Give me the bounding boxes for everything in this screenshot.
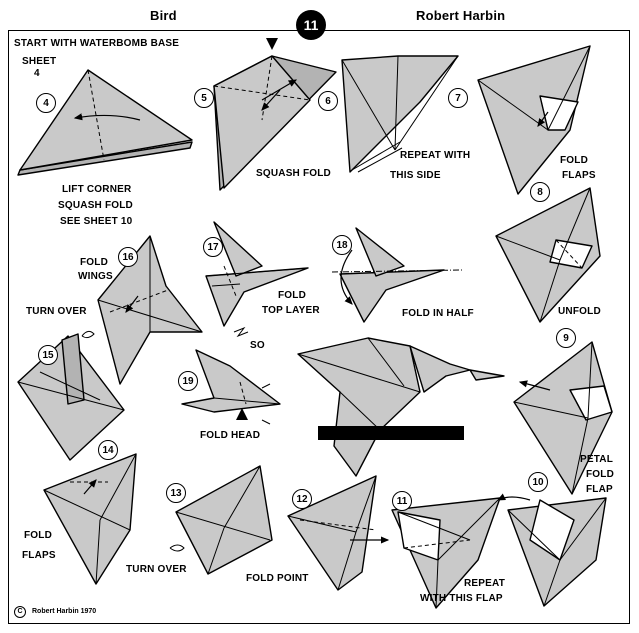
step-10-number: 10 xyxy=(528,472,548,492)
fold-in-half-label: FOLD IN HALF xyxy=(402,308,474,319)
petal-fold-flap-label-2: FOLD xyxy=(586,469,615,480)
copyright-text: Robert Harbin 1970 xyxy=(32,608,97,615)
fold-flaps-label-2a: FOLD xyxy=(24,530,53,541)
sheet-number: 4 xyxy=(34,68,40,79)
repeat-flap-label-1: REPEAT xyxy=(464,578,506,589)
turn-over-label-1: TURN OVER xyxy=(26,306,87,317)
start-instruction: START WITH WATERBOMB BASE xyxy=(14,38,180,49)
fold-top-layer-label-1: FOLD xyxy=(278,290,307,301)
lift-corner-label: LIFT CORNER xyxy=(62,184,132,195)
step-15-number: 15 xyxy=(38,345,58,365)
finished-bird xyxy=(297,337,505,477)
step-14-number: 14 xyxy=(98,440,118,460)
step-13-figure xyxy=(169,465,273,575)
repeat-with-label: REPEAT WITH xyxy=(400,150,471,161)
unfold-label: UNFOLD xyxy=(558,306,601,317)
author-name: Robert Harbin xyxy=(416,8,506,23)
step-9-figure xyxy=(513,341,613,495)
step-17-number: 17 xyxy=(203,237,223,257)
sheet-label: SHEET xyxy=(22,56,57,67)
step-15-figure xyxy=(17,330,125,461)
fold-flaps-label-top: FOLD xyxy=(560,155,589,166)
step-11-number: 11 xyxy=(392,491,412,511)
step-4-figure xyxy=(17,69,193,176)
page-number-badge: 11 xyxy=(296,10,326,40)
squash-fold-label-2: SQUASH FOLD xyxy=(256,168,331,179)
step-19-figure xyxy=(181,349,281,425)
step-5-figure xyxy=(213,38,337,191)
step-12-number: 12 xyxy=(292,489,312,509)
diagram-title: Bird xyxy=(150,8,177,23)
step-14-figure xyxy=(43,453,137,585)
so-label: SO xyxy=(250,340,265,351)
fold-wings-label-1: FOLD xyxy=(80,257,109,268)
step-10-figure xyxy=(496,493,607,607)
fold-wings-label-2: WINGS xyxy=(78,271,113,282)
copyright-symbol: C xyxy=(14,606,26,618)
fold-flaps-label-bottom: FLAPS xyxy=(562,170,596,181)
petal-fold-flap-label-1: PETAL xyxy=(580,454,614,465)
fold-head-label: FOLD HEAD xyxy=(200,430,261,441)
step-11-figure xyxy=(391,497,501,609)
step-16-number: 16 xyxy=(118,247,138,267)
copyright-notice: C Robert Harbin 1970 xyxy=(14,606,96,618)
step-4-number: 4 xyxy=(36,93,56,113)
fold-flaps-label-2b: FLAPS xyxy=(22,550,56,561)
squash-fold-label-1: SQUASH FOLD xyxy=(58,200,133,211)
step-6-figure xyxy=(341,55,459,173)
step-18-number: 18 xyxy=(332,235,352,255)
step-9-number: 9 xyxy=(556,328,576,348)
step-16-figure xyxy=(97,235,203,385)
petal-fold-flap-label-3: FLAP xyxy=(586,484,613,495)
step-13-number: 13 xyxy=(166,483,186,503)
step-12-figure xyxy=(287,475,390,591)
this-side-label: THIS SIDE xyxy=(390,170,441,181)
step-8-number: 8 xyxy=(530,182,550,202)
step-19-number: 19 xyxy=(178,371,198,391)
step-8-figure xyxy=(495,187,601,323)
step-6-number: 6 xyxy=(318,91,338,111)
fold-top-layer-label-2: TOP LAYER xyxy=(262,305,320,316)
step-7-figure xyxy=(477,45,591,195)
see-sheet-label: SEE SHEET 10 xyxy=(60,216,133,227)
step-7-number: 7 xyxy=(448,88,468,108)
step-17-figure xyxy=(205,221,309,338)
fold-point-label: FOLD POINT xyxy=(246,573,309,584)
turn-over-label-2: TURN OVER xyxy=(126,564,187,575)
step-18-figure xyxy=(331,227,463,323)
step-5-number: 5 xyxy=(194,88,214,108)
repeat-flap-label-2: WITH THIS FLAP xyxy=(420,593,503,604)
